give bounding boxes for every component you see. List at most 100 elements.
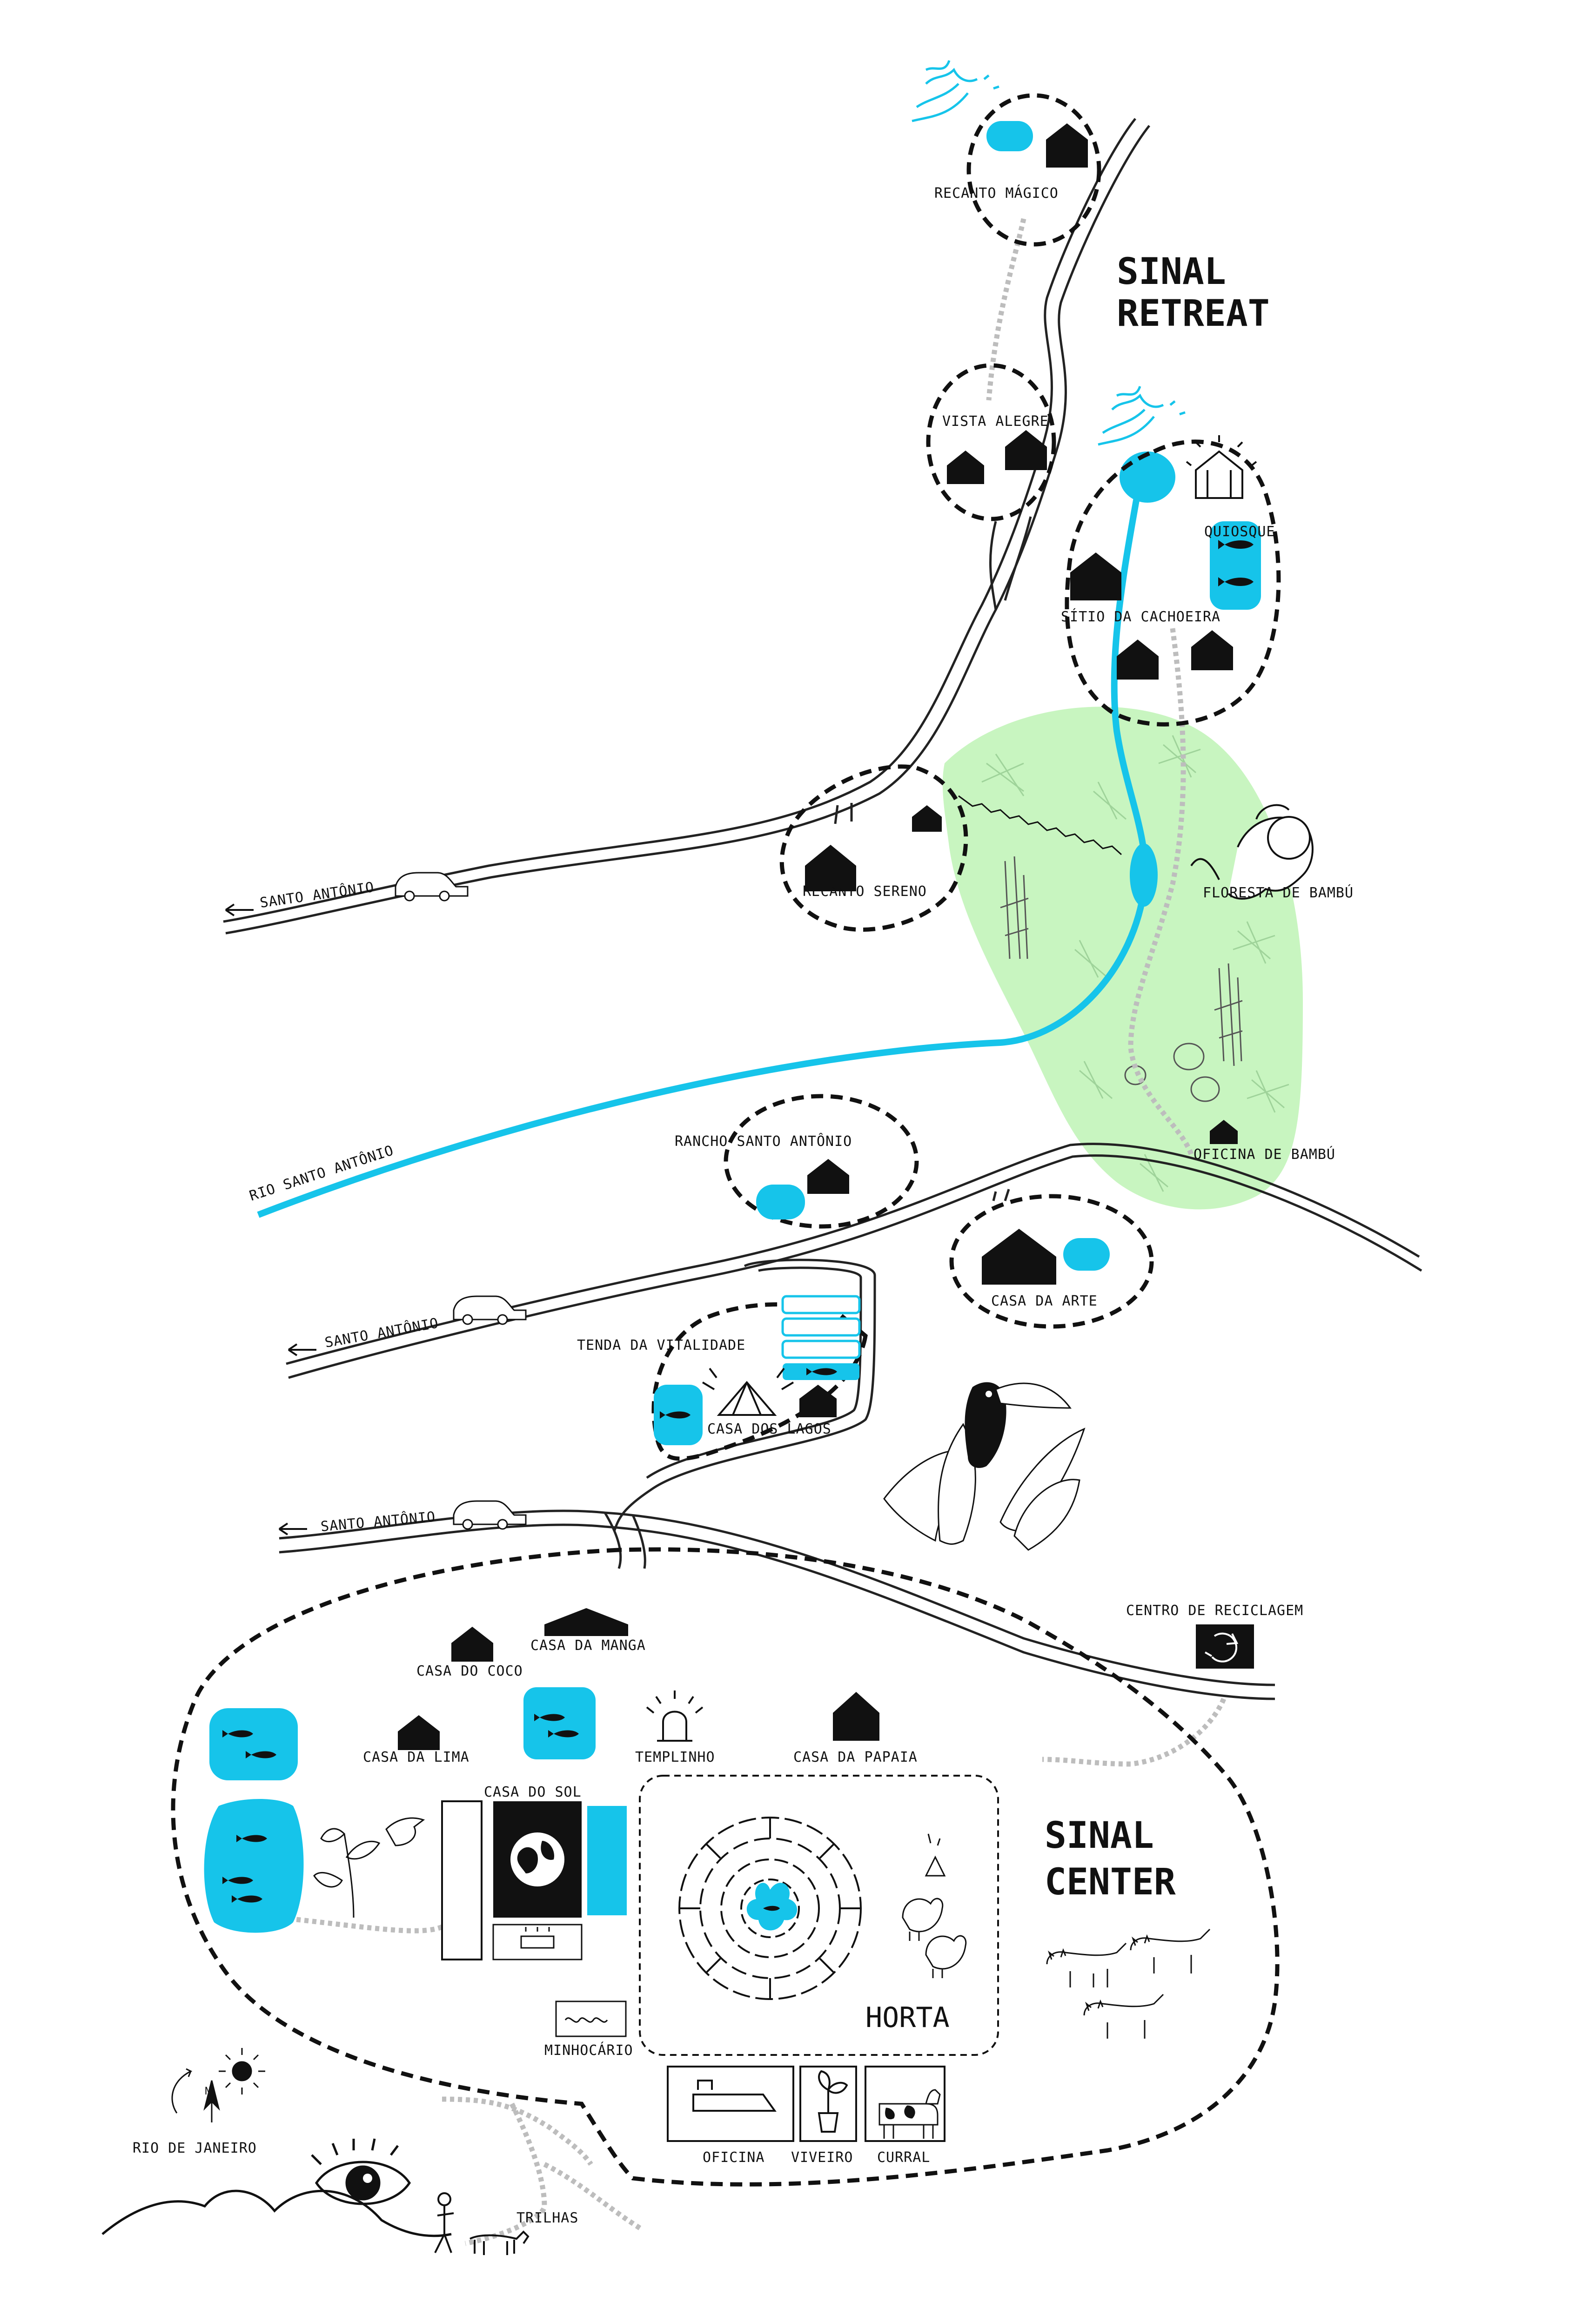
horta-garden: [678, 1817, 862, 2000]
arrow-left-icon: [278, 1522, 307, 1536]
label-casa-papaia: CASA DA PAPAIA: [793, 1749, 918, 1765]
label-casa-manga: CASA DA MANGA: [530, 1637, 646, 1654]
label-santo-antonio-3: SANTO ANTÔNIO: [320, 1508, 436, 1535]
label-tenda-vitalidade: TENDA DA VITALIDADE: [577, 1337, 745, 1354]
zone-recanto-magico: [966, 93, 1101, 247]
waterfall-icon: [912, 60, 999, 122]
river-santo-antonio: [257, 451, 1175, 1218]
temple-icon: [646, 1690, 704, 1742]
person-icon: [434, 2192, 454, 2253]
house-icon: [1046, 123, 1088, 168]
label-oficina: OFICINA: [703, 2149, 764, 2166]
zone-sinal-center: [171, 1547, 1280, 2187]
zones: [171, 93, 1281, 2187]
waterfall-icon: [1098, 386, 1186, 446]
sun-icon: [219, 2048, 265, 2094]
house-icon: [805, 845, 856, 891]
fish-pond: [204, 1799, 304, 1933]
fish-pond: [209, 1708, 298, 1780]
label-rancho-santo-antonio: RANCHO SANTO ANTÔNIO: [675, 1132, 852, 1150]
car-icon: [453, 1295, 527, 1325]
house-icon: [1191, 630, 1233, 670]
label-compass-n: N: [205, 2086, 211, 2097]
zone-recanto-sereno: [779, 764, 968, 932]
oficina-box: [667, 2066, 794, 2142]
label-casa-coco: CASA DO COCO: [416, 1663, 523, 1679]
center-title-2: CENTER: [1045, 1861, 1176, 1903]
forest-hatching: [981, 735, 1289, 1192]
compass-icon: [171, 2068, 220, 2122]
label-rio-de-janeiro: RIO DE JANEIRO: [133, 2140, 257, 2156]
zone-horta: [639, 1775, 999, 2056]
house-icon: [1070, 552, 1121, 600]
fish-icon: [806, 1368, 837, 1375]
label-sitio-cachoeira: SÍTIO DA CACHOEIRA: [1061, 608, 1220, 625]
label-templinho: TEMPLINHO: [635, 1749, 715, 1765]
river-pool: [1130, 843, 1158, 907]
zone-vista-alegre: [926, 363, 1056, 521]
zone-rancho-santo-antonio: [724, 1094, 919, 1229]
label-curral: CURRAL: [877, 2149, 930, 2166]
fish-pond: [523, 1687, 596, 1759]
trails: [279, 218, 1227, 2246]
zone-tenda-vitalidade: [651, 1302, 868, 1461]
stairs-icon: [958, 795, 1122, 855]
rocks-icon: [1124, 1043, 1220, 1102]
quiosque-icon: [1186, 435, 1257, 499]
label-trilhas: TRILHAS: [516, 2210, 578, 2226]
fish-icon: [222, 1730, 276, 1758]
house-icon: [947, 451, 984, 484]
pool-stack: [781, 1295, 861, 1380]
worm-icon: [564, 2017, 608, 2023]
worm-box: [555, 2000, 627, 2037]
fish-icon: [660, 1411, 691, 1419]
label-casa-sol: CASA DO SOL: [484, 1784, 582, 1800]
house-icon: [807, 1159, 849, 1194]
zone-sitio-cachoeira: [1065, 439, 1281, 727]
bowl-icon: [520, 1927, 555, 1949]
pond: [1063, 1238, 1110, 1271]
monkey-icon: [1190, 804, 1314, 900]
house-icon: [799, 1385, 837, 1417]
dog-icon: [469, 2230, 530, 2255]
saw-icon: [692, 2080, 777, 2112]
zone-casa-da-arte: [949, 1194, 1154, 1329]
car-icon: [395, 872, 469, 902]
pond: [756, 1185, 805, 1219]
label-viveiro: VIVEIRO: [791, 2149, 853, 2166]
retreat-title-1: SINAL: [1117, 251, 1226, 293]
label-santo-antonio-2: SANTO ANTÔNIO: [323, 1314, 440, 1351]
label-horta: HORTA: [865, 2001, 950, 2034]
cachoeira-pool: [1120, 451, 1175, 503]
fish-icon: [222, 1835, 267, 1903]
tenda-icon: [702, 1367, 794, 1416]
house-icon: [1117, 640, 1159, 680]
fish-icon: [534, 1714, 579, 1738]
label-quiosque: QUIOSQUE: [1204, 524, 1275, 540]
label-casa-lima: CASA DA LIMA: [363, 1749, 469, 1765]
mountains-icon: [101, 2189, 452, 2237]
car-icon: [453, 1500, 527, 1530]
label-centro-reciclagem: CENTRO DE RECICLAGEM: [1126, 1603, 1303, 1619]
label-recanto-magico: RECANTO MÁGICO: [934, 185, 1059, 202]
eye-icon: [311, 2138, 411, 2205]
label-minhocario: MINHOCÁRIO: [544, 2042, 633, 2059]
arrow-left-icon: [225, 903, 254, 916]
heliconia-icon: [313, 1817, 425, 1918]
house-icon: [451, 1627, 493, 1662]
house-icon: [398, 1715, 440, 1750]
house-icon: [1005, 430, 1047, 470]
label-recanto-sereno: RECANTO SERENO: [803, 883, 927, 900]
house-icon: [912, 805, 942, 832]
house-icon: [833, 1692, 879, 1741]
cat-icon: [1046, 1928, 1211, 2039]
retreat-title-2: RETREAT: [1117, 293, 1270, 335]
bamboo-icon: [1000, 856, 1243, 1066]
chicken-icon: [902, 1833, 967, 1978]
cow-icon: [878, 2089, 941, 2139]
house-icon: [1210, 1120, 1238, 1144]
label-vista-alegre: VISTA ALEGRE: [942, 413, 1049, 430]
fish-icon: [1218, 540, 1254, 586]
toucan-icon: [883, 1382, 1086, 1551]
